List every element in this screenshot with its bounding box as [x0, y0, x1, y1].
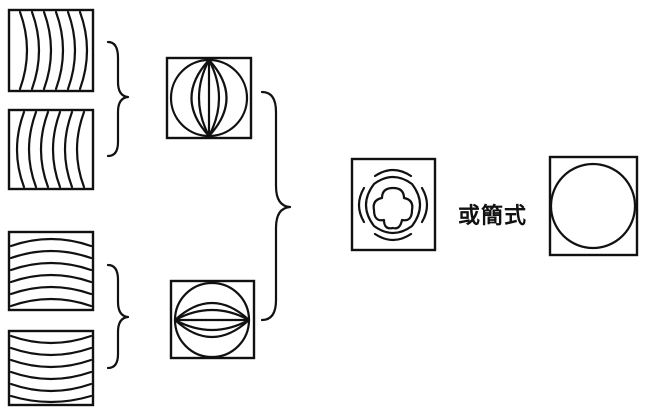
tile-vertical-arcs-bottom: [7, 108, 95, 191]
tile-horizontal-arcs-top: [7, 230, 95, 312]
simplified-form-label: 或簡式: [458, 203, 528, 229]
brace-large-right: [260, 90, 292, 322]
brace-top-left: [106, 40, 130, 158]
tile-circle-horizontal-lens: [169, 279, 256, 360]
tile-circle-vertical-lens: [165, 56, 253, 140]
tile-simple-circle: [548, 155, 639, 257]
tile-vertical-arcs-top: [7, 8, 95, 93]
tile-horizontal-arcs-bottom: [7, 329, 95, 407]
brace-bottom-left: [106, 263, 130, 370]
tile-quatrefoil-rosette: [350, 157, 437, 252]
